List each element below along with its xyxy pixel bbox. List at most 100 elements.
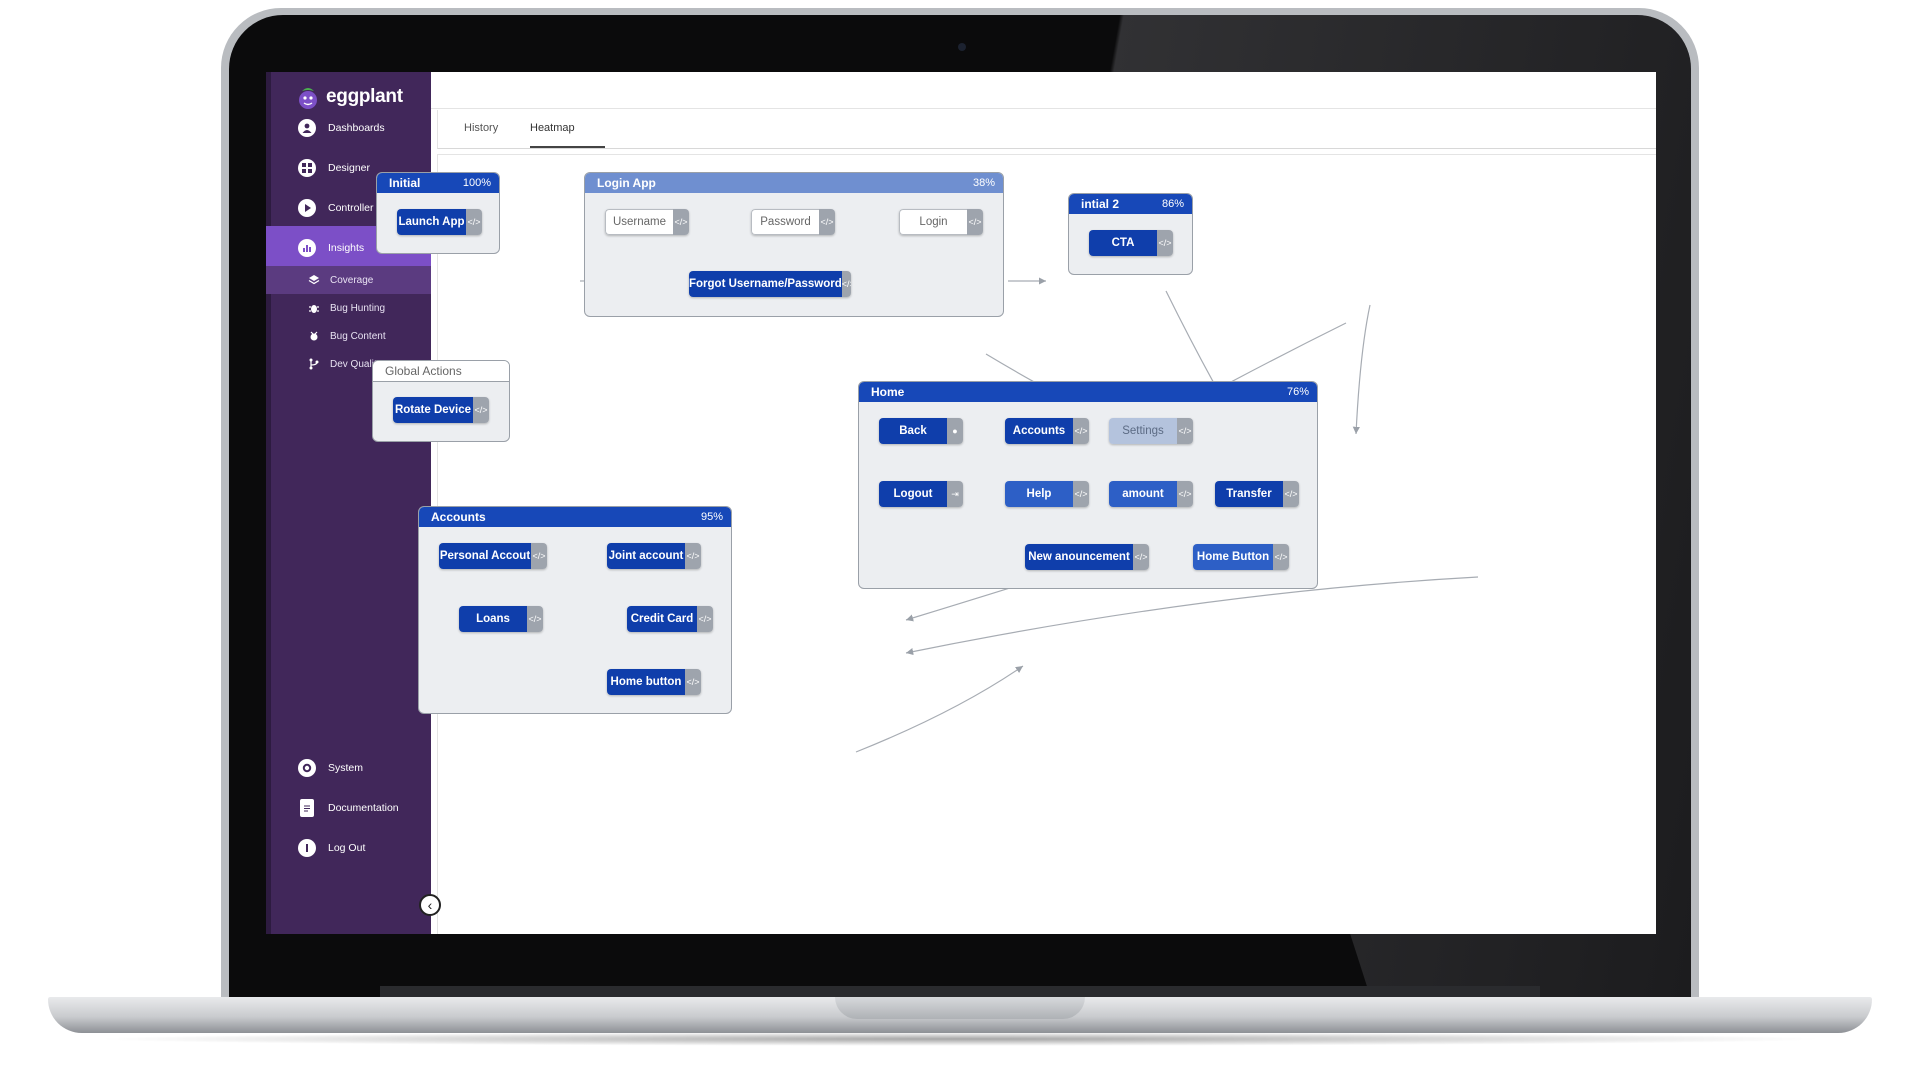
node-accounts[interactable]: Accounts </> <box>1005 418 1089 444</box>
coverage-percent: 38% <box>972 177 995 189</box>
node-settings[interactable]: Settings </> <box>1109 418 1193 444</box>
node-password[interactable]: Password </> <box>751 209 835 235</box>
group-title: Initial <box>389 176 421 190</box>
node-loans[interactable]: Loans </> <box>459 606 543 632</box>
code-icon[interactable]: </> <box>697 606 713 632</box>
user-circle-icon <box>298 119 316 137</box>
sidebar: eggplant Dashboards Designer Controller … <box>266 72 431 934</box>
coverage-percent: 95% <box>700 511 723 523</box>
code-icon[interactable]: </> <box>1073 418 1089 444</box>
tab-bar: History Heatmap <box>437 110 1656 149</box>
sidebar-edge <box>266 72 271 934</box>
tab-history[interactable]: History <box>464 122 499 134</box>
code-icon[interactable]: </> <box>1177 481 1193 507</box>
code-icon[interactable]: </> <box>685 669 701 695</box>
node-credit-card[interactable]: Credit Card </> <box>627 606 713 632</box>
group-global-actions[interactable]: Global Actions Rotate Device </> <box>372 360 510 442</box>
node-label: Rotate Device <box>393 397 473 423</box>
group-title: Accounts <box>431 510 486 524</box>
node-home-button-accounts[interactable]: Home button </> <box>607 669 701 695</box>
code-icon[interactable]: </> <box>819 209 835 235</box>
node-back[interactable]: Back ● <box>879 418 963 444</box>
active-tab-indicator <box>530 146 605 148</box>
group-initial-2[interactable]: intial 2 86% CTA </> <box>1068 193 1193 275</box>
coverage-percent: 86% <box>1161 198 1184 210</box>
code-icon[interactable]: </> <box>1073 481 1089 507</box>
code-icon[interactable]: </> <box>1273 544 1289 570</box>
code-icon[interactable]: </> <box>466 209 482 235</box>
node-joint-account[interactable]: Joint account </> <box>607 543 701 569</box>
code-icon[interactable]: </> <box>1283 481 1299 507</box>
sidebar-collapse-button[interactable]: ‹ <box>419 894 441 916</box>
code-icon[interactable]: </> <box>841 271 851 297</box>
group-login-app[interactable]: Login App 38% Username </> Password </> … <box>584 172 1004 317</box>
node-label: Accounts <box>1005 418 1073 444</box>
node-rotate-device[interactable]: Rotate Device </> <box>393 397 489 423</box>
node-amount[interactable]: amount </> <box>1109 481 1193 507</box>
node-label: Credit Card <box>627 606 697 632</box>
logout-arrow-icon[interactable]: ⇥ <box>947 481 963 507</box>
group-header: Initial 100% <box>377 173 499 193</box>
group-accounts[interactable]: Accounts 95% Personal Accout </> Joint a… <box>418 506 732 714</box>
sidebar-subitem-bug-content[interactable]: Bug Content <box>266 322 431 350</box>
group-header: intial 2 86% <box>1069 194 1192 214</box>
coverage-percent: 100% <box>462 177 491 189</box>
sidebar-subitem-coverage[interactable]: Coverage <box>266 266 431 294</box>
sidebar-subitem-dev-quality[interactable]: Dev Quality <box>266 350 431 378</box>
code-icon[interactable]: </> <box>673 209 689 235</box>
laptop-notch <box>835 997 1085 1019</box>
code-icon[interactable]: </> <box>1157 230 1173 256</box>
sidebar-item-designer[interactable]: Designer <box>266 146 431 190</box>
node-launch-app[interactable]: Launch App </> <box>397 209 482 235</box>
branch-icon <box>308 358 320 370</box>
code-icon[interactable]: </> <box>527 606 543 632</box>
node-label: Logout <box>879 481 947 507</box>
eggplant-logo-icon <box>296 84 320 110</box>
circle-icon[interactable]: ● <box>947 418 963 444</box>
node-new-announcement[interactable]: New anouncement </> <box>1025 544 1149 570</box>
node-forgot-credentials[interactable]: Forgot Username/Password </> <box>689 271 851 297</box>
sidebar-subitem-label: Bug Content <box>330 330 386 342</box>
bug-content-icon <box>308 330 320 342</box>
code-icon[interactable]: </> <box>1177 418 1193 444</box>
node-username[interactable]: Username </> <box>605 209 689 235</box>
node-transfer[interactable]: Transfer </> <box>1215 481 1299 507</box>
node-home-button[interactable]: Home Button </> <box>1193 544 1289 570</box>
sidebar-item-label: Controller <box>328 202 374 214</box>
node-label: Personal Accout <box>439 543 531 569</box>
sidebar-item-label: System <box>328 762 364 774</box>
sidebar-item-documentation[interactable]: Documentation <box>266 786 431 830</box>
code-icon[interactable]: </> <box>473 397 489 423</box>
logo-text: eggplant <box>326 86 403 107</box>
group-home[interactable]: Home 76% Back ● Accounts </> Settings </… <box>858 381 1318 589</box>
code-icon[interactable]: </> <box>1133 544 1149 570</box>
group-initial[interactable]: Initial 100% Launch App </> <box>376 172 500 254</box>
node-logout[interactable]: Logout ⇥ <box>879 481 963 507</box>
sidebar-item-log-out[interactable]: Log Out <box>266 826 431 870</box>
code-icon[interactable]: </> <box>967 209 983 235</box>
node-label: amount <box>1109 481 1177 507</box>
code-icon[interactable]: </> <box>531 543 547 569</box>
sidebar-item-label: Insights <box>328 242 365 254</box>
node-personal-account[interactable]: Personal Accout </> <box>439 543 547 569</box>
tab-heatmap[interactable]: Heatmap <box>530 122 575 134</box>
node-label: Home button <box>607 669 685 695</box>
eggplant-logo[interactable]: eggplant <box>296 84 403 110</box>
node-cta[interactable]: CTA </> <box>1089 230 1173 256</box>
camera-icon <box>958 43 966 51</box>
sidebar-item-label: Dashboards <box>328 122 385 134</box>
group-title: Home <box>871 385 905 399</box>
code-icon[interactable]: </> <box>685 543 701 569</box>
gear-icon <box>298 759 316 777</box>
sidebar-item-dashboards[interactable]: Dashboards <box>266 106 431 150</box>
node-label: New anouncement <box>1025 544 1133 570</box>
layers-icon <box>308 274 320 286</box>
sidebar-subitem-bug-hunting[interactable]: Bug Hunting <box>266 294 431 322</box>
sidebar-item-controller[interactable]: Controller <box>266 186 431 230</box>
node-label: Transfer <box>1215 481 1283 507</box>
sidebar-item-system[interactable]: System <box>266 746 431 790</box>
node-label: Settings <box>1109 418 1177 444</box>
node-login[interactable]: Login </> <box>899 209 983 235</box>
node-help[interactable]: Help </> <box>1005 481 1089 507</box>
bug-icon <box>308 302 320 314</box>
